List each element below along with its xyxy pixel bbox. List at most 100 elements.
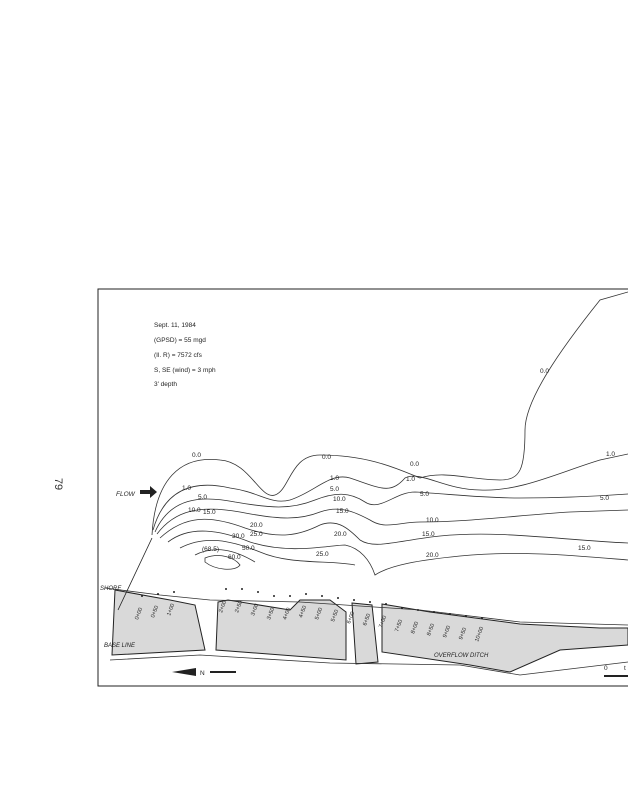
north-label: N (200, 670, 205, 677)
north-arrow: N (172, 668, 236, 677)
label-25-b: 25.0 (316, 551, 329, 558)
station-marker (353, 599, 355, 601)
scale-zero: 0 (604, 665, 608, 672)
station-label: 9+00 (442, 625, 452, 639)
station-label: 2+50 (234, 600, 244, 614)
label-15-c: 15.0 (422, 531, 435, 538)
station-label: 7+50 (394, 619, 404, 633)
station-label: 6+00 (346, 611, 356, 625)
isolines (151, 291, 628, 576)
base-line-label: BASE LINE (104, 643, 136, 649)
label-0-c: 0.0 (410, 461, 419, 468)
label-0-a: 0.0 (192, 452, 201, 459)
label-1-b: 1.0 (182, 485, 191, 492)
contour-labels: 0.0 0.0 0.0 0.0 1.0 1.0 1.0 1.0 5.0 5.0 … (182, 368, 615, 561)
label-10-a: 10.0 (188, 507, 201, 514)
label-1-d: 1.0 (406, 476, 415, 483)
station-label: 6+50 (362, 613, 372, 627)
station-label: 5+00 (314, 607, 324, 621)
shade-region-1 (111, 589, 206, 656)
north-arrow-icon (172, 668, 196, 676)
station-marker (173, 591, 175, 593)
station-label: 1+00 (166, 603, 176, 617)
isoline-1 (152, 453, 628, 531)
shore-label: SHORE (100, 586, 122, 592)
station-marker (321, 595, 323, 597)
station-label: 4+00 (282, 607, 292, 621)
station-label: 8+00 (410, 621, 420, 635)
label-20-b: 20.0 (334, 531, 347, 538)
scale-bar: 0 t (604, 665, 628, 677)
label-max: (68.5) (202, 546, 219, 553)
station-marker (401, 607, 403, 609)
label-1-a: 1.0 (606, 451, 615, 458)
station-marker (481, 617, 483, 619)
overflow-ditch-label: OVERFLOW DITCH (434, 653, 489, 659)
label-15-d: 15.0 (578, 545, 591, 552)
station-marker (273, 595, 275, 597)
station-label: 7+00 (378, 615, 388, 629)
isoline-25 (179, 539, 356, 566)
station-label: 2+00 (218, 600, 228, 614)
flow-indicator: FLOW (116, 486, 157, 498)
label-0-d: 0.0 (540, 368, 549, 375)
isoline-50 (204, 555, 241, 570)
label-1-c: 1.0 (330, 475, 339, 482)
label-15-a: 15.0 (203, 509, 216, 516)
station-label: 5+50 (330, 609, 340, 623)
station-marker (449, 613, 451, 615)
label-5-a: 5.0 (198, 494, 207, 501)
label-5-d: 5.0 (600, 495, 609, 502)
edge-line (117, 537, 153, 611)
station-marker (305, 593, 307, 595)
station-marker (157, 593, 159, 595)
station-marker (141, 595, 143, 597)
label-5-b: 5.0 (330, 486, 339, 493)
station-label: 9+50 (458, 627, 468, 641)
station-marker (369, 601, 371, 603)
isoline-5 (154, 491, 628, 533)
legend-gpsd: (GPSD) = 55 mgd (154, 337, 206, 344)
shore-shading (111, 589, 628, 673)
legend-wind: S, SE (wind) = 3 mph (154, 367, 216, 374)
station-label: 0+00 (134, 607, 144, 621)
label-60: 60.0 (228, 554, 241, 561)
label-10-c: 10.0 (426, 517, 439, 524)
label-10-b: 10.0 (333, 496, 346, 503)
station-label: 8+50 (426, 623, 436, 637)
station-marker (385, 603, 387, 605)
label-5-c: 5.0 (420, 491, 429, 498)
label-15-b: 15.0 (336, 508, 349, 515)
label-20-a: 20.0 (250, 522, 263, 529)
shade-region-3 (351, 602, 379, 665)
label-20-c: 20.0 (426, 552, 439, 559)
isoline-10 (156, 508, 628, 535)
station-marker (241, 588, 243, 590)
label-30: 30.0 (232, 533, 245, 540)
flow-arrow-icon (140, 486, 157, 498)
station-label: 0+50 (150, 605, 160, 619)
shade-region-2 (215, 599, 347, 661)
legend: Sept. 11, 1984 (GPSD) = 55 mgd (Il. R) =… (154, 322, 216, 388)
isoline-30 (194, 549, 256, 563)
station-label: 4+50 (298, 605, 308, 619)
station-label: 10+00 (474, 626, 485, 643)
label-0-b: 0.0 (322, 454, 331, 461)
label-25-a: 25.0 (250, 531, 263, 538)
station-marker (337, 597, 339, 599)
flow-label: FLOW (116, 491, 136, 498)
shore-line (104, 587, 628, 626)
legend-depth: 3' depth (154, 381, 177, 388)
scale-end: t (624, 665, 626, 672)
station-marker (465, 615, 467, 617)
shade-region-4 (381, 603, 628, 673)
station-marker (433, 611, 435, 613)
legend-date: Sept. 11, 1984 (154, 322, 196, 329)
station-marker (417, 609, 419, 611)
station-label: 3+50 (266, 607, 276, 621)
label-50: 50.0 (242, 545, 255, 552)
station-marker (225, 588, 227, 590)
